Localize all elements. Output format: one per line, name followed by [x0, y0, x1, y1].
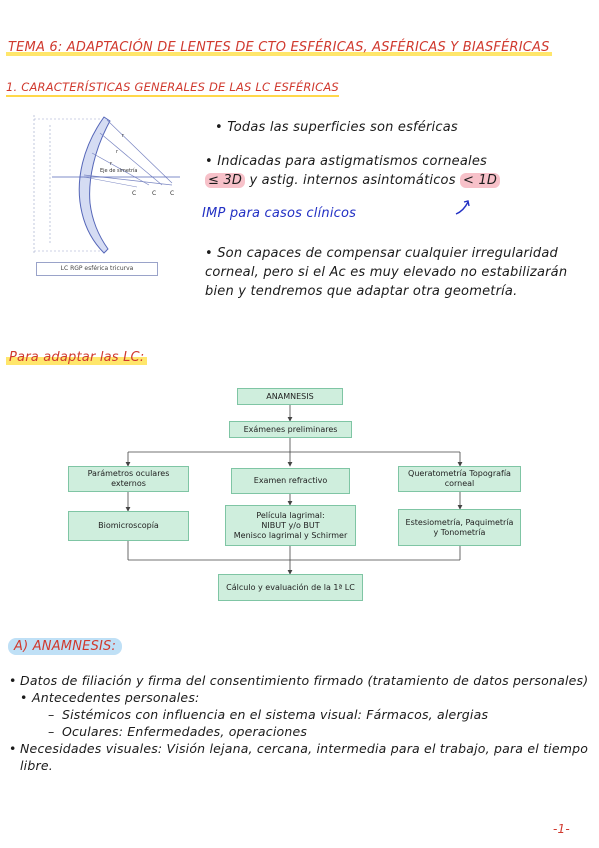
- flow-box-external-parameters: Parámetros oculares externos: [68, 466, 189, 492]
- bullet: •: [215, 120, 223, 135]
- center-label: C: [132, 190, 136, 197]
- bullet: •: [9, 741, 17, 756]
- bullet: •: [205, 246, 213, 261]
- adapt-section-title: Para adaptar las LC:: [6, 350, 148, 365]
- bullet: •: [20, 690, 28, 705]
- note-text: y astig. internos asintomáticos: [245, 173, 461, 188]
- flow-box-preliminary-exams: Exámenes preliminares: [229, 421, 352, 438]
- list-item-text: Datos de filiación y firma del consentim…: [20, 673, 589, 688]
- flow-box-esthesiometry: Estesiometría, Paquimetría y Tonometría: [398, 509, 521, 546]
- list-item-text: Sistémicos con influencia en el sistema …: [62, 707, 489, 722]
- list-item: • Datos de filiación y firma del consent…: [6, 672, 596, 689]
- flow-box-first-lens-calc: Cálculo y evaluación de la 1ª LC: [218, 574, 363, 601]
- list-item-text: Necesidades visuales: Visión lejana, cer…: [20, 741, 589, 773]
- anamnesis-title: A) Anamnesis:: [8, 638, 123, 655]
- radius-label: r: [122, 133, 125, 139]
- dash: –: [48, 724, 55, 739]
- center-label: C: [152, 190, 156, 197]
- symmetry-axis-label: Eje de simetría: [100, 167, 137, 174]
- list-item: • Antecedentes personales:: [6, 689, 596, 706]
- highlight-1d: < 1D: [460, 173, 501, 188]
- center-label: C: [170, 190, 174, 197]
- tear-film-line-1: Película lagrimal:: [256, 510, 325, 520]
- radius-label: r: [110, 161, 113, 167]
- section-1-title: 1. Características generales de las LC e…: [6, 80, 339, 97]
- note-text: Son capaces de compensar cualquier irreg…: [205, 246, 568, 299]
- note-indications: • Indicadas para astigmatismos corneales…: [205, 152, 597, 190]
- note-text: Todas las superficies son esféricas: [227, 120, 458, 135]
- dash: –: [48, 707, 55, 722]
- page-title: Tema 6: Adaptación de lentes de CTO esfé…: [6, 40, 552, 56]
- bullet: •: [9, 673, 17, 688]
- lens-profile: [78, 116, 111, 254]
- flow-box-biomicroscopy: Biomicroscopía: [68, 511, 189, 541]
- lens-diagram: Eje de simetría C C C r r r: [12, 105, 187, 277]
- figure-caption: LC RGP esférica tricurva: [36, 262, 158, 276]
- list-item: – Oculares: Enfermedades, operaciones: [6, 723, 596, 740]
- flow-box-refraction: Examen refractivo: [231, 468, 350, 494]
- bullet: •: [205, 154, 213, 169]
- flow-box-keratometry: Queratometría Topografía corneal: [398, 466, 521, 492]
- flow-box-anamnesis: ANAMNESIS: [237, 388, 343, 405]
- list-item: • Necesidades visuales: Visión lejana, c…: [6, 740, 596, 774]
- list-item-text: Oculares: Enfermedades, operaciones: [62, 724, 308, 739]
- note-irregularity: • Son capaces de compensar cualquier irr…: [205, 244, 597, 301]
- note-spherical-surfaces: • Todas las superficies son esféricas: [215, 118, 585, 137]
- note-text: Indicadas para astigmatismos corneales: [217, 154, 488, 169]
- list-item: – Sistémicos con influencia en el sistem…: [6, 706, 596, 723]
- important-note: IMP para casos clínicos: [202, 206, 357, 221]
- highlight-3d: ≤ 3D: [205, 173, 246, 188]
- page-number: -1-: [553, 822, 570, 836]
- list-item-text: Antecedentes personales:: [32, 690, 200, 705]
- tear-film-line-3: Menisco lagrimal y Schirmer: [233, 530, 348, 540]
- tear-film-line-2: NIBUT y/o BUT: [261, 520, 320, 530]
- flow-box-tear-film: Película lagrimal: NIBUT y/o BUT Menisco…: [225, 505, 356, 546]
- arrow-icon: [455, 200, 470, 215]
- anamnesis-list: • Datos de filiación y firma del consent…: [6, 672, 596, 774]
- radius-label: r: [116, 149, 119, 155]
